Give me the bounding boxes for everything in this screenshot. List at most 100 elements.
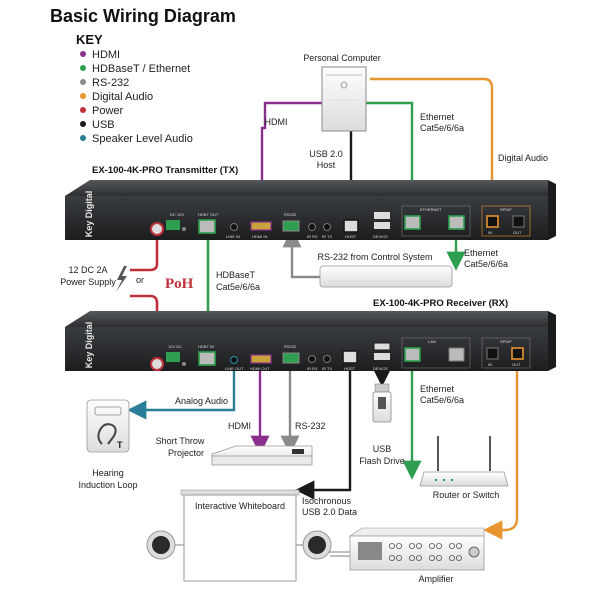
rx-port-lan: LAN <box>428 339 436 344</box>
receiver-label: EX-100-4K-PRO Receiver (RX) <box>373 298 508 309</box>
key-item-label: HDMI <box>92 49 120 61</box>
tx-port-irrx: IR RX <box>307 234 318 239</box>
rx-port-irrx: IR RX <box>307 366 318 371</box>
tx-port-spdif-out: OUT <box>513 230 522 235</box>
rs232-cable-control-to-tx <box>282 228 320 279</box>
label-usb-host-2: Host <box>317 160 336 170</box>
key-item-label: RS-232 <box>92 77 129 89</box>
power-cable-rx <box>130 294 159 360</box>
lightning-icon <box>116 266 127 292</box>
rx-port-rs232: RS232 <box>284 344 297 349</box>
label-analog-audio: Analog Audio <box>175 396 228 406</box>
label-digital-audio: Digital Audio <box>498 153 548 163</box>
tx-port-rs232: RS232 <box>284 212 297 217</box>
key-swatch <box>80 51 86 57</box>
amp-knob <box>408 555 415 562</box>
transmitter-device: Key Digital DC 12V HDBT OUT LINE IN HDMI… <box>65 180 556 240</box>
tx-port-line: LINE IN <box>226 234 240 239</box>
tx-port-ethernet: ETHERNET <box>420 207 442 212</box>
speaker-left <box>146 530 176 560</box>
label-hearing-1: Hearing <box>92 468 124 478</box>
label-iso-2: USB 2.0 Data <box>302 507 357 517</box>
pc-label: Personal Computer <box>303 53 381 63</box>
label-iso-1: Isochronous <box>302 496 352 506</box>
amp-knob <box>415 543 422 550</box>
key-item-label: Digital Audio <box>92 91 153 103</box>
rx-port-hdmi: HDMI OUT <box>250 366 270 371</box>
usb-flash-drive: USB Flash Drive <box>359 383 405 466</box>
amp-knob <box>408 543 415 550</box>
label-psu-1: 12 DC 2A <box>68 265 107 275</box>
amp-knob <box>428 555 435 562</box>
amp-knob <box>455 555 462 562</box>
telecoil-t: T <box>117 440 123 450</box>
amp-volume-knob <box>468 546 480 558</box>
amp-knob <box>435 555 442 562</box>
key-swatch <box>80 107 86 113</box>
key-item-label: Power <box>92 105 124 117</box>
amplifier: Amplifier <box>349 527 485 584</box>
key-swatch <box>80 135 86 141</box>
rx-port-line: LINE OUT <box>225 366 244 371</box>
tx-port-spdif: SPDIF <box>500 207 512 212</box>
transmitter-label: EX-100-4K-PRO Transmitter (TX) <box>92 165 238 176</box>
receiver-device: Key Digital 12V DC HDBT IN LINE OUT HDMI… <box>65 311 556 371</box>
key-item-label: HDBaseT / Ethernet <box>92 63 190 75</box>
label-eth-pc-2: Cat5e/6/6a <box>420 123 464 133</box>
label-eth-rx-1: Ethernet <box>420 384 455 394</box>
label-eth-tx-1: Ethernet <box>464 248 499 258</box>
label-router: Router or Switch <box>433 490 500 500</box>
label-or: or <box>136 275 144 285</box>
label-eth-rx-2: Cat5e/6/6a <box>420 395 464 405</box>
tx-brand: Key Digital <box>84 191 94 238</box>
digital-audio-cable-pc-to-tx <box>370 77 502 228</box>
tx-port-hdmi: HDMI IN <box>252 234 267 239</box>
amp-display <box>358 542 382 560</box>
rx-port-dc: 12V DC <box>168 344 182 349</box>
tx-port-hdbt: HDBT OUT <box>198 212 219 217</box>
amp-knob <box>435 543 442 550</box>
usb-cable-rx-to-whiteboard <box>295 368 352 500</box>
tx-port-dc: DC 12V <box>170 212 184 217</box>
analog-audio-cable-rx <box>127 368 236 420</box>
label-usb-host-1: USB 2.0 <box>309 149 343 159</box>
ear-icon <box>97 423 117 445</box>
label-hearing-2: Induction Loop <box>78 480 137 490</box>
amp-knob <box>448 543 455 550</box>
label-whiteboard: Interactive Whiteboard <box>195 501 285 511</box>
rx-port-spdif: SPDIF <box>500 339 512 344</box>
power-cable-tx <box>130 235 159 272</box>
amp-knob <box>455 543 462 550</box>
label-eth-tx-2: Cat5e/6/6a <box>464 259 508 269</box>
label-projector-2: Projector <box>168 448 204 458</box>
digital-audio-cable-rx-to-amp <box>483 368 519 540</box>
page-title: Basic Wiring Diagram <box>50 6 236 26</box>
hearing-induction-loop: T Hearing Induction Loop <box>78 399 138 490</box>
tx-port-spdif-in: IN <box>488 230 492 235</box>
rx-brand: Key Digital <box>84 322 94 369</box>
label-hdbaset-1: HDBaseT <box>216 270 256 280</box>
label-eth-pc-1: Ethernet <box>420 112 455 122</box>
key-swatch <box>80 65 86 71</box>
key-item-label: Speaker Level Audio <box>92 133 193 145</box>
label-amplifier: Amplifier <box>418 574 453 584</box>
key-item-label: USB <box>92 119 115 131</box>
label-rs232-proj: RS-232 <box>295 421 326 431</box>
label-control-system: RS-232 from Control System <box>317 252 432 262</box>
amp-knob <box>395 555 402 562</box>
amp-knob <box>388 543 395 550</box>
control-system: RS-232 from Control System <box>317 252 453 288</box>
label-projector-1: Short Throw <box>156 436 205 446</box>
poh-label: PoH <box>165 276 194 292</box>
rx-port-spdif-out: OUT <box>512 362 521 367</box>
label-hdmi-top: HDMI <box>265 117 288 127</box>
amp-knob <box>415 555 422 562</box>
amp-knob <box>395 543 402 550</box>
key-swatch <box>80 93 86 99</box>
amp-knob <box>428 543 435 550</box>
rx-port-hdbt: HDBT IN <box>198 344 214 349</box>
label-flash-2: Flash Drive <box>359 456 405 466</box>
tx-port-device: DEVICE <box>373 234 388 239</box>
label-flash-1: USB <box>373 444 392 454</box>
